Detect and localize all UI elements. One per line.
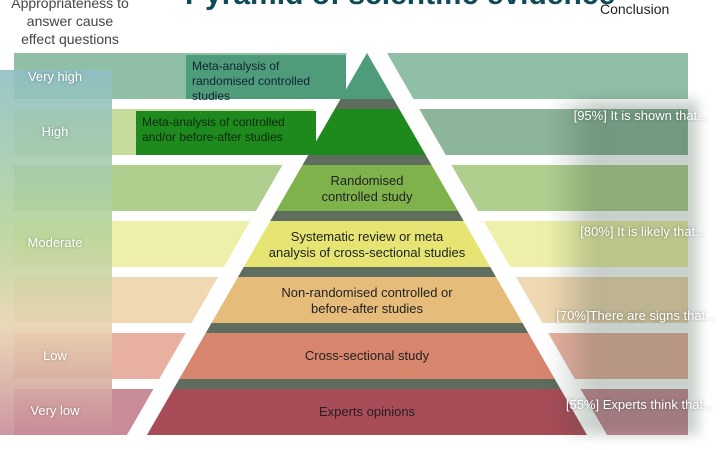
level-shadow-5 [205, 323, 529, 333]
right-band-3 [451, 165, 688, 211]
pyramid-level-3 [275, 165, 459, 211]
level-2-label: Meta-analysis of controlled and/or befor… [136, 111, 316, 155]
pyramid-level-7 [146, 389, 588, 435]
appropriateness-scale [0, 70, 112, 435]
right-band-1 [387, 53, 688, 99]
conclusion-55: [55%] Experts think that... [565, 397, 714, 412]
rating-very-low: Very low [30, 403, 80, 418]
level-shadow-1 [334, 99, 400, 109]
pyramid-level-5 [211, 277, 523, 323]
conclusion-80: [80%] It is likely that... [580, 224, 706, 239]
level-4-label: Systematic review or meta analysis of cr… [268, 229, 466, 260]
level-7-label: Experts opinions [318, 404, 416, 419]
right-band-2 [419, 109, 688, 155]
rating-very-high: Very high [27, 69, 83, 84]
rating-low: Low [43, 348, 67, 363]
conclusion-header: Conclusion [600, 1, 670, 17]
level-1-label: Meta-analysis of randomised controlled s… [186, 55, 346, 103]
right-band-4 [483, 221, 688, 267]
pyramid-level-4 [243, 221, 491, 267]
pyramid-level-1 [340, 53, 394, 99]
rating-moderate: Moderate [27, 235, 83, 250]
level-shadow-2 [302, 155, 432, 165]
level-6-label: Cross-sectional study [304, 348, 430, 363]
right-band-5 [516, 277, 688, 323]
conclusion-overlay [548, 100, 698, 435]
level-3-label: Randomised controlled study [321, 173, 413, 204]
pyramid-level-2 [308, 109, 426, 155]
right-band-6 [548, 333, 688, 379]
conclusion-95: [95%] It is shown that... [573, 108, 708, 123]
level-shadow-6 [173, 379, 561, 389]
level-shadow-4 [237, 267, 497, 277]
conclusion-70: [70%]There are signs that... [556, 308, 716, 323]
rating-high: High [41, 124, 69, 139]
page-title: Pyramid of scientific evidence [185, 0, 615, 12]
level-5-label: Non-randomised controlled or before-afte… [281, 285, 453, 316]
appropriateness-header: Appropriateness to answer cause effect q… [11, 0, 129, 47]
pyramid-level-6 [179, 333, 555, 379]
right-band-7 [580, 389, 688, 435]
level-shadow-3 [270, 211, 464, 221]
